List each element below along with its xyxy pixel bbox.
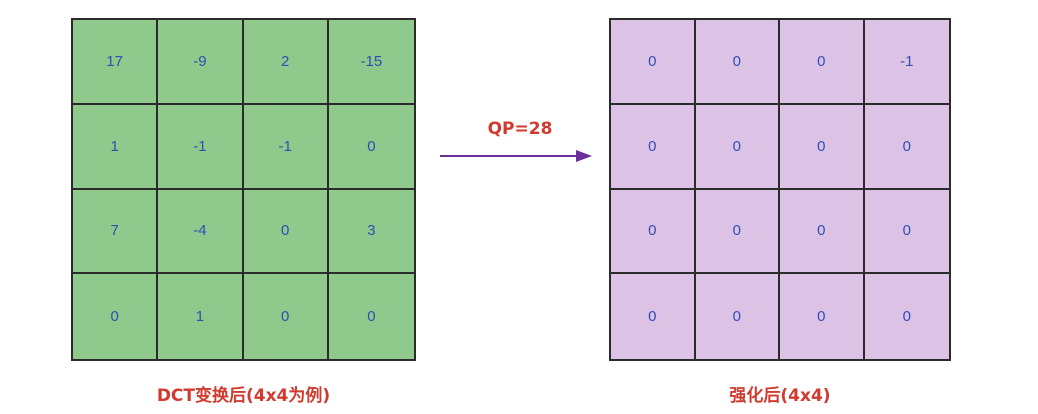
dct-matrix-cell: 1 xyxy=(73,104,159,190)
dct-matrix-caption: DCT变换后(4x4为例) xyxy=(156,386,331,406)
quantized-matrix-cell: 0 xyxy=(780,20,865,105)
quantized-matrix-cell: 0 xyxy=(695,189,780,275)
quantized-matrix-cell: 0 xyxy=(695,20,780,105)
dct-matrix-cell: 0 xyxy=(244,274,329,359)
quantized-matrix-cell: 0 xyxy=(611,20,696,105)
quantized-matrix-cell: 0 xyxy=(780,274,865,359)
dct-matrix-cell: 2 xyxy=(243,20,329,105)
dct-matrix-cell: 3 xyxy=(328,190,414,275)
quantized-matrix-cell: 0 xyxy=(780,189,865,275)
quantized-matrix-cell: 0 xyxy=(902,308,911,326)
quantized-matrix-cell: 0 xyxy=(780,104,865,190)
quantized-matrix-cell: -1 xyxy=(864,20,949,105)
dct-matrix-cell: 0 xyxy=(328,105,414,190)
quantized-matrix-cell: 0 xyxy=(696,274,780,359)
dct-matrix-cell: -15 xyxy=(328,20,414,105)
qp-label: QP=28 xyxy=(487,119,553,139)
dct-matrix-cell: 0 xyxy=(73,274,159,359)
quantized-matrix-cell: 0 xyxy=(864,105,949,190)
dct-matrix-cell: 0 xyxy=(243,189,329,275)
quantized-matrix-cell: 0 xyxy=(695,104,780,190)
quantized-matrix-cell: 0 xyxy=(864,190,949,275)
dct-matrix-cell: -9 xyxy=(158,20,244,105)
dct-matrix-cell: -1 xyxy=(158,104,244,190)
quantized-matrix-cell: 0 xyxy=(611,274,696,359)
dct-matrix-cell: 1 xyxy=(158,274,244,359)
quantized-matrix-cell: 0 xyxy=(611,104,696,190)
dct-matrix-cell: 0 xyxy=(367,308,376,326)
dct-matrix-cell: -4 xyxy=(158,189,244,275)
dct-matrix-cell: -1 xyxy=(243,104,329,190)
dct-matrix-cell: 17 xyxy=(73,20,159,105)
quantized-matrix-cell: 0 xyxy=(611,189,696,275)
dct-matrix-cell: 7 xyxy=(73,189,159,275)
right-arrow-icon xyxy=(440,150,592,162)
quantized-matrix-caption: 强化后(4x4) xyxy=(729,386,831,406)
